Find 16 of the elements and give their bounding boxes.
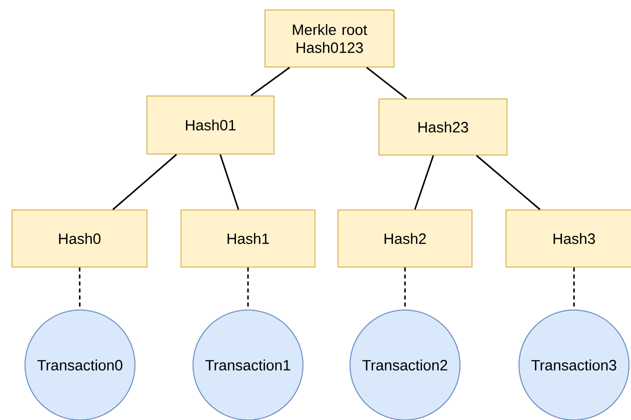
connector-line <box>220 154 240 210</box>
hash-box: Hash01 <box>146 96 274 154</box>
hash-box: Hash23 <box>378 98 508 156</box>
dashed-connector <box>404 268 406 310</box>
hash-box: Hash2 <box>338 210 472 268</box>
hash-box: Hash3 <box>506 210 631 268</box>
hash-box: Merkle root Hash0123 <box>264 10 394 68</box>
connector-line <box>414 155 434 210</box>
connector-line <box>366 66 407 100</box>
hash-box: Hash0 <box>12 210 148 268</box>
hash-box: Hash1 <box>180 210 316 268</box>
dashed-connector <box>247 268 249 310</box>
connector-line <box>250 66 290 96</box>
connector-line <box>112 154 177 210</box>
dashed-connector <box>573 268 575 310</box>
connector-line <box>476 154 540 210</box>
